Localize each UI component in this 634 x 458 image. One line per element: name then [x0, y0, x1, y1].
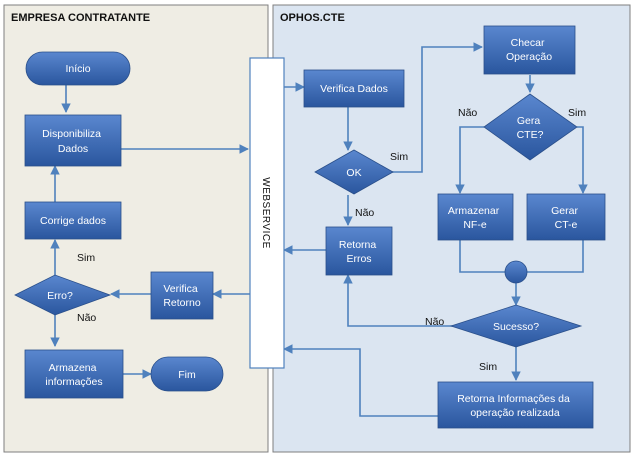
node-fim [150, 356, 224, 392]
edge-retorna-info-webservice [283, 344, 438, 417]
node-gerar-cte-label: Gerar CT-e [551, 205, 581, 231]
node-retorna-erros-label: Retorna Erros [339, 239, 379, 265]
node-verifica-retorno [150, 271, 214, 320]
node-ok-decision-label: OK [346, 167, 361, 179]
edge-ok-sim-checar [392, 42, 483, 173]
label-sucesso-sim: Sim [479, 361, 497, 373]
node-checar-operacao [483, 25, 576, 75]
node-fim-label: Fim [178, 369, 196, 381]
label-erro-sim: Sim [77, 252, 95, 264]
node-verifica-retorno-label: Verifica Retorno [163, 283, 201, 309]
edge-gerar-merge [527, 240, 584, 273]
node-armazenar-nfe-label: Armazenar NF-e [448, 205, 502, 231]
node-erro-decision [14, 274, 112, 316]
node-corrige-dados-label: Corrige dados [40, 215, 106, 227]
edge-armazenar-merge [459, 240, 505, 273]
label-gera-nao: Não [458, 107, 477, 119]
node-disponibiliza-dados-label: Disponibiliza Dados [42, 128, 104, 155]
node-sucesso-decision-label: Sucesso? [493, 321, 539, 333]
lane-title-right: OPHOS.CTE [280, 12, 345, 24]
webservice-label: WEBSERVICE [260, 177, 271, 249]
label-ok-sim: Sim [390, 151, 408, 163]
node-sucesso-decision [449, 304, 583, 348]
node-erro-decision-label: Erro? [47, 290, 73, 302]
node-gera-cte-decision-label: Gera CTE? [517, 115, 544, 141]
node-retorna-informacoes [437, 381, 594, 429]
node-gerar-cte [526, 193, 606, 241]
node-armazenar-nfe [437, 193, 514, 241]
webservice-bar [249, 57, 285, 369]
label-ok-nao: Não [355, 207, 374, 219]
label-sucesso-nao: Não [425, 316, 444, 328]
node-armazena-informacoes-label: Armazena informações [45, 362, 102, 388]
node-verifica-dados-label: Verifica Dados [320, 83, 388, 95]
node-disponibiliza-dados [24, 114, 122, 167]
node-retorna-informacoes-label: Retorna Informações da operação realizad… [457, 393, 573, 419]
node-checar-operacao-label: Checar Operação [506, 37, 552, 63]
node-corrige-dados [24, 201, 122, 240]
edge-gera-sim-gerar [577, 126, 588, 194]
node-inicio-label: Início [65, 63, 90, 75]
node-inicio [25, 51, 131, 86]
node-verifica-dados [303, 69, 405, 108]
node-merge-junction [504, 260, 528, 284]
edge-sucesso-nao-retorna-erros [343, 274, 453, 327]
node-gera-cte-decision [483, 93, 578, 161]
node-retorna-erros [325, 226, 393, 276]
connectors [50, 42, 588, 417]
node-armazena-informacoes [24, 349, 124, 399]
label-erro-nao: Não [77, 312, 96, 324]
label-gera-sim: Sim [568, 107, 586, 119]
edge-gera-nao-armazenar [455, 126, 484, 194]
lane-title-left: EMPRESA CONTRATANTE [11, 12, 150, 24]
node-ok-decision [314, 149, 394, 195]
